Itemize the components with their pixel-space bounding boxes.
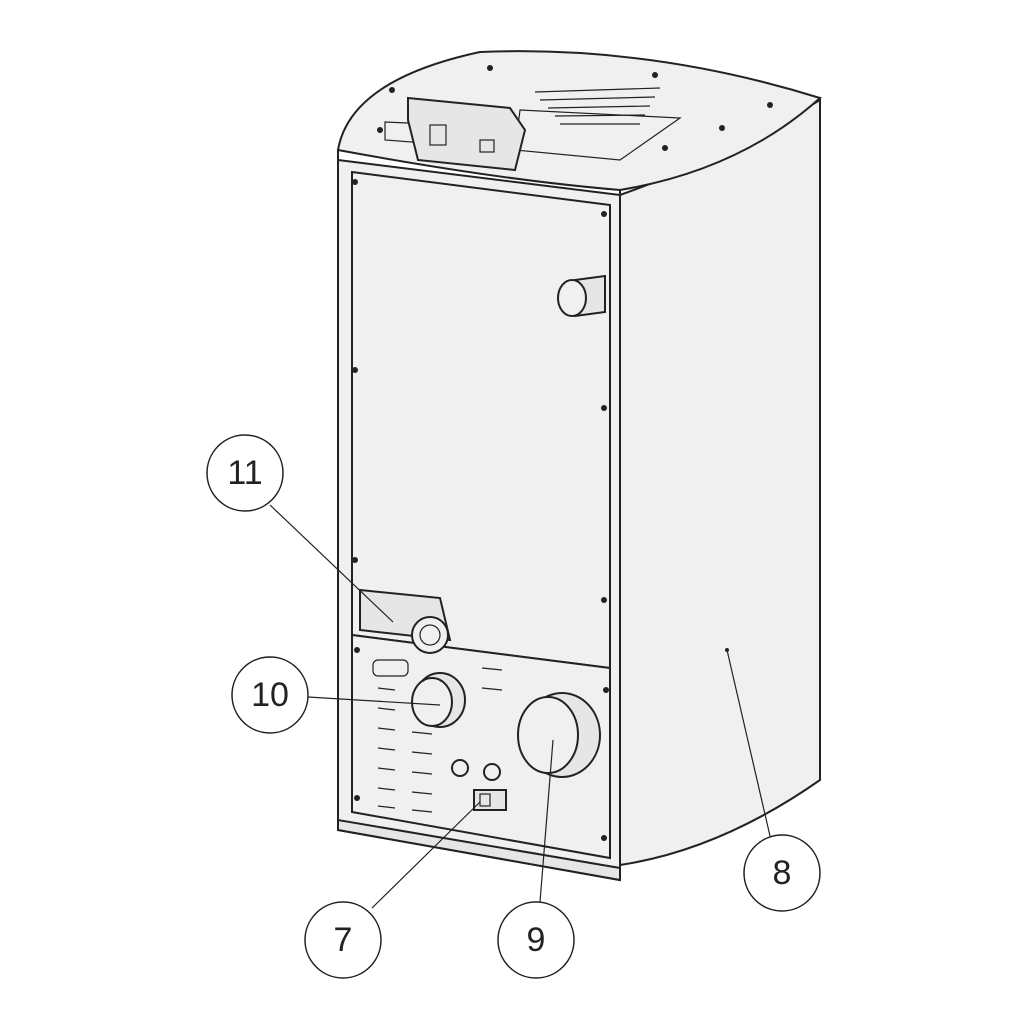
water-fitting-item-11 (359, 588, 452, 654)
svg-text:7: 7 (334, 921, 353, 959)
vent-slots (377, 667, 503, 813)
control-box (407, 96, 527, 172)
callout-7: 7 (304, 901, 382, 979)
air-intake-item-10 (411, 672, 466, 728)
leader-lines (269, 504, 771, 909)
power-switch (429, 124, 447, 146)
svg-text:9: 9 (527, 921, 546, 959)
callout-8: 8 (743, 834, 821, 912)
svg-text:8: 8 (773, 854, 792, 892)
top-vent-slots (534, 87, 661, 125)
callout-11: 11 (206, 434, 284, 512)
base-rail (337, 818, 621, 882)
pressure-switch (372, 659, 409, 677)
callout-9: 9 (497, 901, 575, 979)
fitting-right (483, 763, 501, 781)
fitting-left (451, 759, 469, 777)
screws (352, 65, 773, 841)
smoke-outlet-item-9 (517, 692, 601, 778)
callout-10: 10 (231, 656, 309, 734)
svg-text:11: 11 (227, 454, 262, 492)
svg-text:10: 10 (251, 676, 289, 714)
socket (479, 139, 495, 153)
side-panel (619, 98, 821, 867)
flue-outlet (557, 274, 606, 318)
power-socket-item-7 (473, 789, 507, 811)
